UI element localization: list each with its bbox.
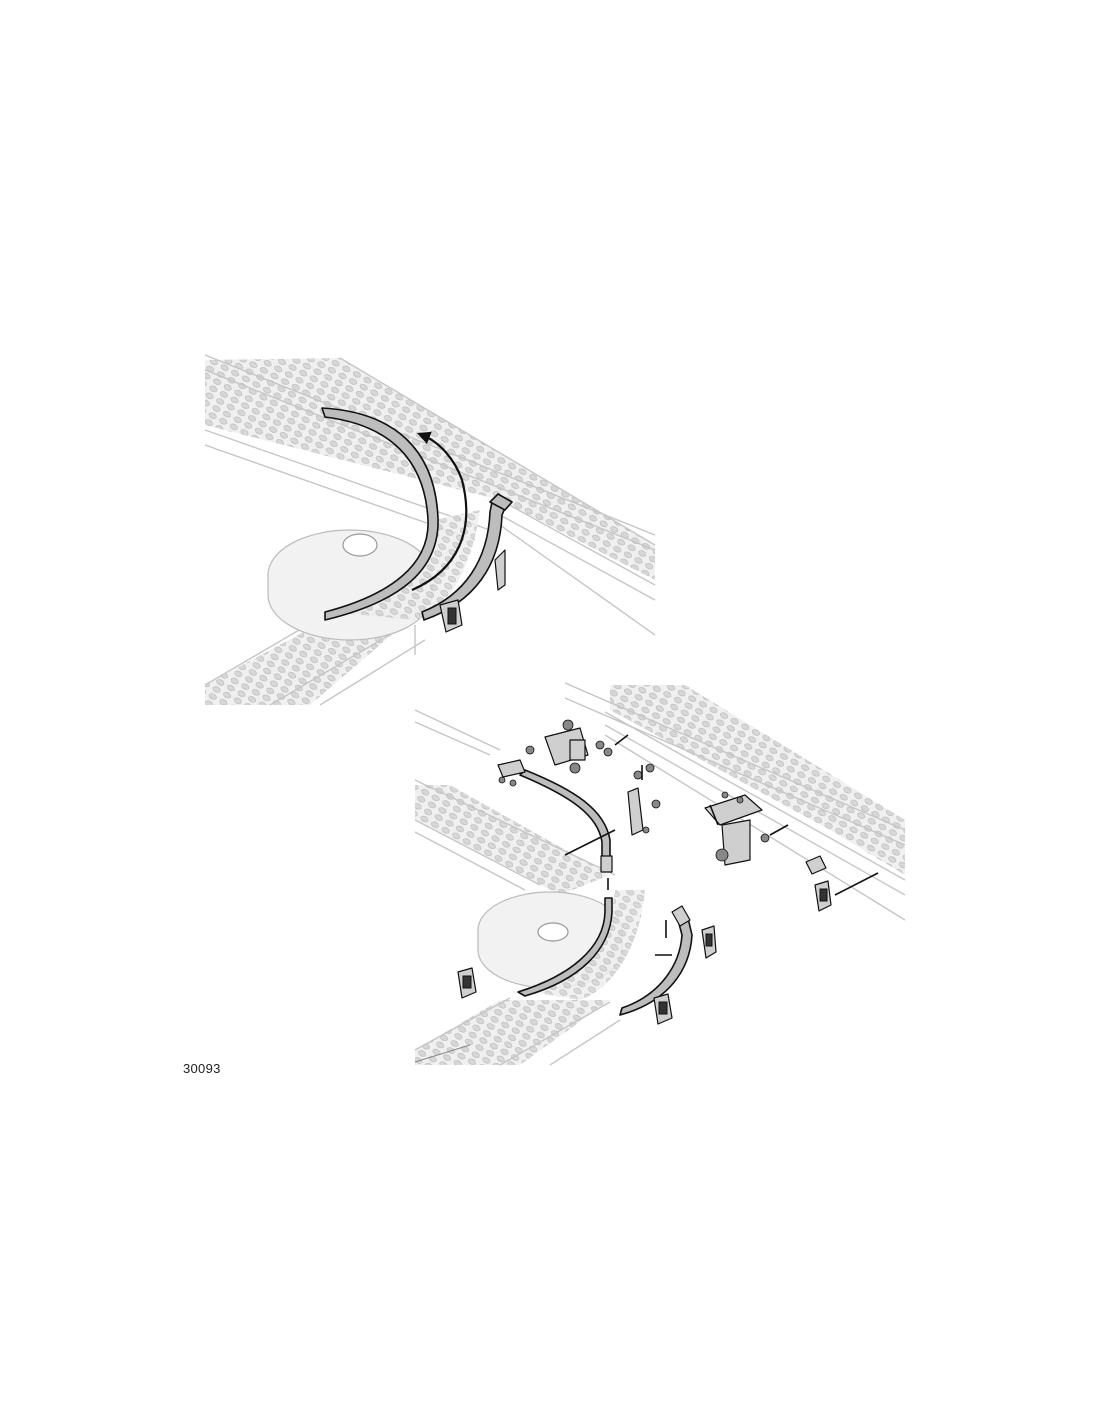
figure-number: 30093 xyxy=(183,1061,221,1076)
rail-end-clip xyxy=(439,549,506,633)
curved-chain xyxy=(520,890,645,1000)
rail-end-pieces xyxy=(497,759,526,787)
end-clip-left xyxy=(457,967,477,999)
mounting-bracket-upper xyxy=(525,719,629,774)
rail-connector xyxy=(600,855,613,873)
mounting-bracket-right xyxy=(704,791,789,866)
top-illustration xyxy=(204,354,656,706)
left-conveyor-section xyxy=(414,709,616,895)
transport-direction-arrow xyxy=(411,431,468,592)
bottom-conveyor-section xyxy=(414,997,621,1066)
bottom-illustration xyxy=(414,682,906,1066)
inner-curve-guide-rail xyxy=(517,897,613,997)
outer-curve-guide-rail xyxy=(421,493,513,621)
end-clip-right xyxy=(653,993,673,1025)
right-conveyor-section xyxy=(564,682,906,921)
mounting-bracket-middle xyxy=(564,763,661,856)
end-clip-top-right xyxy=(701,925,717,959)
curved-chain xyxy=(330,510,480,620)
end-clip-far-right xyxy=(805,855,879,912)
inner-curve-guide-rail xyxy=(321,407,439,621)
